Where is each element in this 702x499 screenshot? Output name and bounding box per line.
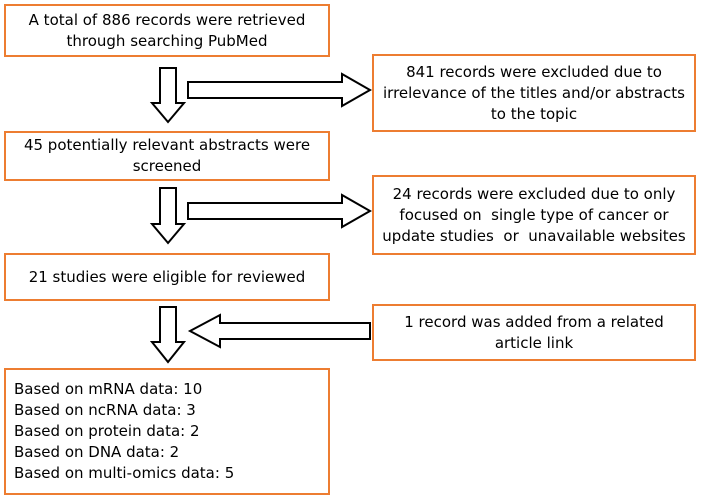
down-arrow-2	[149, 187, 187, 245]
excluded-titles-line-2: irrelevance of the titles and/or abstrac…	[383, 83, 685, 102]
excluded-titles-line-3: to the topic	[490, 104, 578, 123]
excluded-titles-line-1: 841 records were excluded due to	[406, 62, 662, 81]
breakdown-multi-omics: Based on multi-omics data: 5	[14, 464, 235, 482]
records-retrieved-line-2: through searching PubMed	[66, 31, 268, 50]
excluded-cancer-line-3: update studies or unavailable websites	[382, 226, 686, 245]
eligible-studies-box: 21 studies were eligible for reviewed	[4, 253, 330, 301]
eligible-studies-line-1: 21 studies were eligible for reviewed	[28, 267, 306, 286]
abstracts-screened-line-2: screened	[132, 157, 202, 175]
excluded-cancer-line-1: 24 records were excluded due to only	[392, 184, 676, 203]
final-breakdown-box: Based on mRNA data: 10 Based on ncRNA da…	[4, 368, 330, 495]
down-arrow-3	[149, 306, 187, 364]
breakdown-ncrna: Based on ncRNA data: 3	[14, 401, 196, 419]
abstracts-screened-box: 45 potentially relevant abstracts were s…	[4, 131, 330, 181]
abstracts-screened-line-1: 45 potentially relevant abstracts were	[23, 136, 311, 154]
left-arrow	[187, 313, 371, 349]
breakdown-protein: Based on protein data: 2	[14, 422, 200, 440]
breakdown-dna: Based on DNA data: 2	[14, 443, 180, 461]
record-added-box: 1 record was added from a related articl…	[372, 304, 696, 361]
down-arrow-1	[149, 67, 187, 124]
excluded-titles-box: 841 records were excluded due to irrelev…	[372, 54, 696, 132]
record-added-line-2: article link	[494, 333, 574, 352]
right-arrow-1	[187, 72, 373, 108]
records-retrieved-box: A total of 886 records were retrieved th…	[4, 4, 330, 57]
record-added-line-1: 1 record was added from a related	[404, 312, 664, 331]
excluded-cancer-line-2: focused on single type of cancer or	[399, 205, 669, 224]
excluded-cancer-box: 24 records were excluded due to only foc…	[372, 175, 696, 255]
right-arrow-2	[187, 193, 373, 229]
breakdown-mrna: Based on mRNA data: 10	[14, 380, 203, 398]
records-retrieved-line-1: A total of 886 records were retrieved	[28, 10, 306, 29]
